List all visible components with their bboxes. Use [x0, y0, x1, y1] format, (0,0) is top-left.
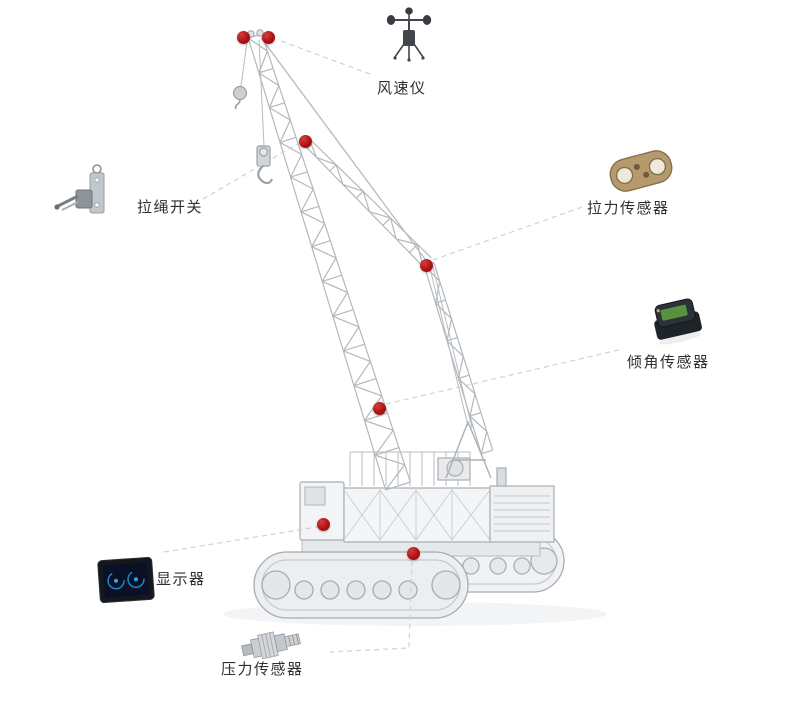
boom-head: [247, 29, 264, 38]
label-pull-rope-switch: 拉绳开关: [137, 199, 204, 216]
label-pressure-sensor: 压力传感器: [221, 661, 304, 678]
sensor-marker-1: [236, 30, 250, 44]
derrick-mast: [423, 261, 494, 455]
label-display: 显示器: [156, 571, 206, 588]
anemometer-icon: [386, 7, 432, 62]
tilt-sensor-icon: [654, 298, 702, 345]
gantry: [445, 420, 492, 479]
crawler-track-near: [253, 551, 469, 619]
main-boom: [247, 33, 411, 491]
sensor-marker-5: [372, 401, 386, 415]
label-tension-sensor: 拉力传感器: [587, 200, 670, 217]
jib-strut: [302, 137, 432, 267]
label-anemometer: 风速仪: [377, 80, 427, 97]
label-tilt-sensor: 倾角传感器: [627, 354, 710, 371]
hook-assembly: [232, 85, 274, 185]
sensor-marker-4: [419, 258, 433, 272]
connector-lines: [163, 40, 624, 653]
sensor-marker-2: [261, 30, 275, 44]
pendant-cables: [240, 37, 473, 429]
display-icon: [97, 556, 155, 604]
sensor-marker-6: [316, 517, 330, 531]
tension-sensor-icon: [609, 150, 673, 192]
pressure-sensor-icon: [241, 631, 301, 660]
sensor-marker-3: [298, 134, 312, 148]
pull-rope-switch-icon: [54, 164, 105, 214]
superstructure: [299, 451, 555, 543]
sensor-marker-7: [406, 546, 420, 560]
